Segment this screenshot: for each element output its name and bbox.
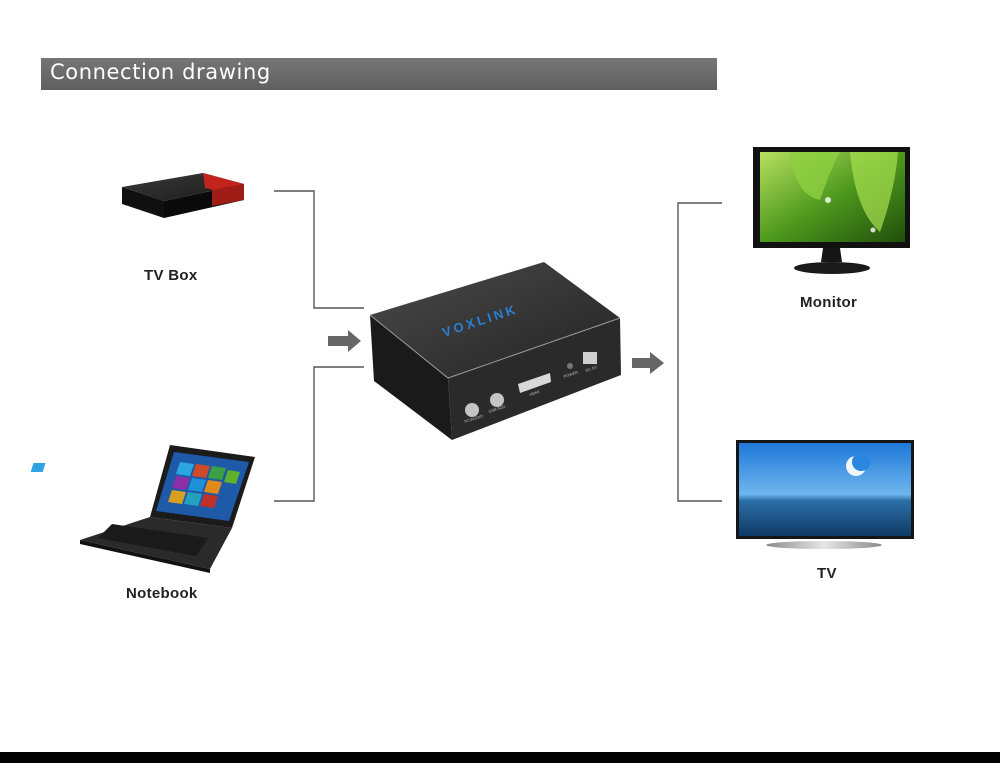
header-bar: [41, 58, 717, 90]
label-tv-box: TV Box: [144, 267, 198, 284]
label-monitor: Monitor: [800, 294, 858, 311]
tv-box-image: [122, 173, 244, 218]
tv-image: [736, 440, 914, 549]
notebook-image: [30, 445, 255, 573]
footer-bar: [0, 752, 1000, 763]
monitor-image: [753, 147, 910, 274]
line-tvbox: [274, 190, 364, 309]
port-label: PC/AUDIO: [464, 413, 484, 424]
arrow-right-icon: [328, 330, 361, 352]
port-label: DC 5V: [585, 364, 598, 372]
line-outputs: [677, 202, 722, 502]
port-usb-add: [490, 393, 504, 407]
port-dc-5v: [583, 352, 597, 364]
port-hdmi: [518, 373, 551, 393]
port-label: HDMI: [529, 389, 540, 397]
line-notebook: [274, 366, 364, 502]
label-tv: TV: [817, 565, 837, 582]
label-notebook: Notebook: [126, 585, 198, 602]
page-title: Connection drawing: [50, 60, 271, 84]
port-label: POWER: [563, 369, 579, 378]
port-pc-audio: [465, 403, 479, 417]
power-led: [567, 363, 573, 369]
connector-lines: [274, 190, 722, 502]
arrow-right-icon: [632, 352, 664, 374]
converter-box-image: VOXLINK PC/AUDIO USB ADD HDMI POWER DC 5…: [369, 262, 621, 440]
port-label: USB ADD: [488, 404, 506, 414]
